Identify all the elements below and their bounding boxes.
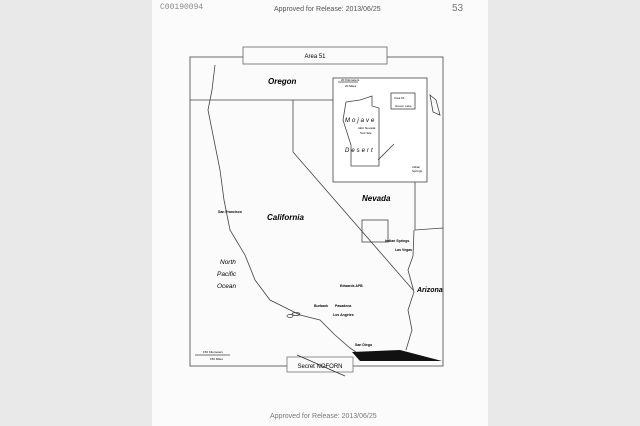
- map-title-box: [242, 46, 388, 65]
- inset-scale-mi: 20 Miles: [345, 84, 357, 88]
- city-las-vegas: Las Vegas: [395, 248, 412, 252]
- footer-release: Approved for Release: 2013/06/25: [270, 413, 377, 420]
- california-nevada-border: [292, 100, 414, 291]
- colorado-river: [405, 255, 415, 351]
- inset-frame: [332, 77, 428, 183]
- label-ocean-2: Pacific: [217, 271, 237, 278]
- city-los-angeles: Los Angeles: [333, 313, 354, 317]
- area51-locator-box: [361, 219, 389, 243]
- inset-desert: Desert: [345, 148, 375, 154]
- mexico-shading: [352, 350, 442, 361]
- classification-strikeout: [296, 354, 346, 377]
- label-ocean-1: North: [220, 259, 236, 266]
- classification-box: [286, 356, 354, 373]
- inset-area51: Area 51: [394, 96, 405, 100]
- inset-groom-lake: Groom Lake: [395, 104, 412, 108]
- document-id: C00190094: [160, 3, 204, 12]
- city-pasadena: Pasadena: [335, 304, 351, 308]
- city-burbank: Burbank: [314, 304, 328, 308]
- label-arizona: Arizona: [416, 287, 443, 294]
- inset-indian: Indian: [412, 165, 421, 169]
- label-nevada: Nevada: [362, 194, 391, 203]
- scale-mi: 150 Miles: [210, 357, 223, 361]
- map-title: Area 51: [304, 54, 326, 60]
- inset-scale-km: 20 Kilometers: [341, 78, 360, 82]
- label-california: California: [267, 213, 304, 222]
- inset-springs: Springs: [412, 169, 423, 173]
- inset-test-site-2: Test Site: [360, 131, 372, 135]
- label-ocean-3: Ocean: [217, 283, 237, 290]
- nevada-arizona-border: [414, 182, 444, 231]
- city-edwards-afb: Edwards AFB: [340, 284, 363, 288]
- page-mark: 53: [452, 3, 464, 14]
- city-san-diego: San Diego: [355, 343, 372, 347]
- classification-label: Secret NOFORN: [297, 364, 342, 370]
- city-san-francisco: San Francisco: [218, 210, 242, 214]
- header-release: Approved for Release: 2013/06/25: [274, 6, 381, 13]
- label-oregon: Oregon: [268, 77, 297, 86]
- inset-test-site-1: AEC Nevada: [358, 126, 376, 130]
- inset-mojave: Mojave: [345, 118, 376, 124]
- scale-km: 150 Kilometers: [203, 350, 224, 354]
- coastline: [207, 64, 357, 353]
- city-indian-springs: Indian Springs: [385, 239, 409, 243]
